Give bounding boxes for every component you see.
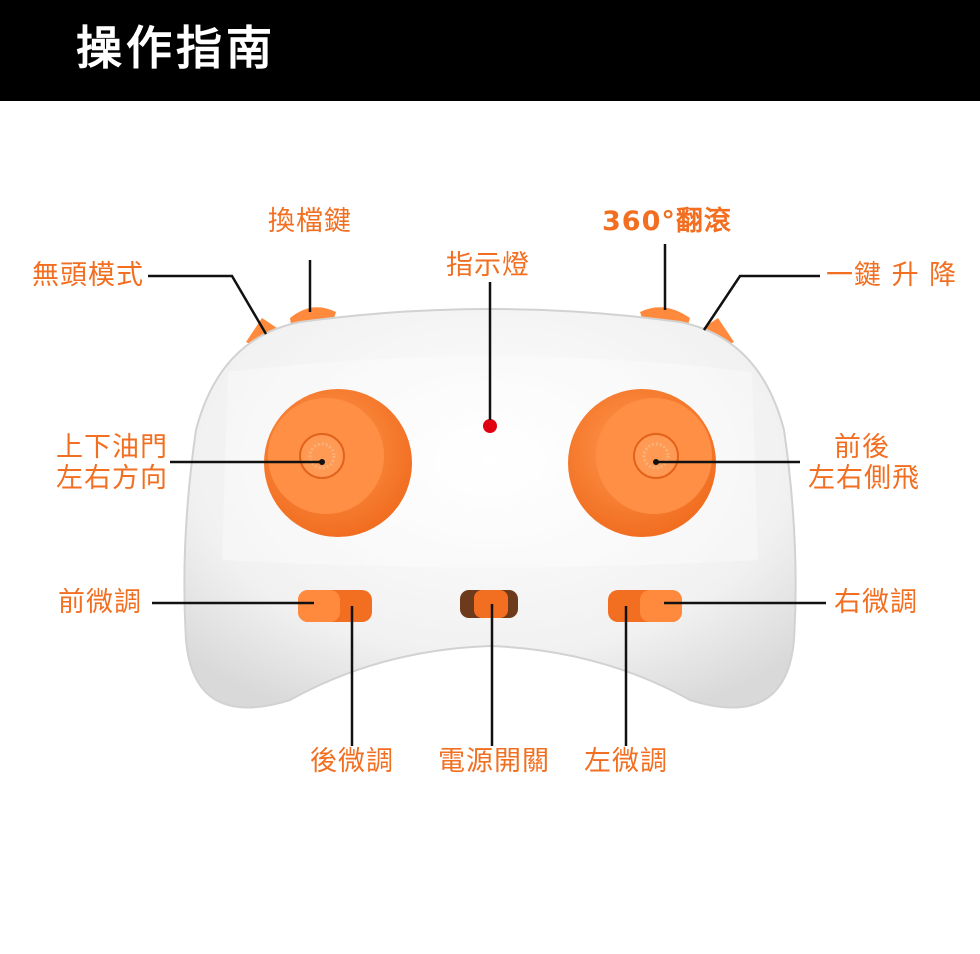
label-back-trim: 後微調 (310, 746, 394, 777)
left-joystick[interactable] (264, 389, 412, 537)
indicator-light (483, 419, 497, 433)
label-right-stick-line1: 前後 (834, 432, 890, 463)
label-left-stick-line2: 左右方向 (56, 463, 168, 494)
page-title: 操作指南 (76, 21, 276, 75)
left-trim-rocker[interactable] (298, 590, 372, 622)
label-left-stick: 上下油門 左右方向 (56, 432, 168, 494)
label-indicator-light: 指示燈 (446, 250, 530, 281)
label-flip-360: 360°翻滾 (602, 206, 732, 237)
right-joystick[interactable] (568, 389, 716, 537)
leader-lines (148, 244, 826, 746)
label-shift-key: 換檔鍵 (268, 206, 352, 237)
right-trim-rocker[interactable] (608, 590, 682, 622)
label-left-trim: 左微調 (584, 746, 668, 777)
label-headless-mode: 無頭模式 (32, 260, 144, 291)
label-power-switch: 電源開關 (438, 746, 550, 777)
leader-headless-mode (148, 274, 268, 335)
leader-one-key (702, 274, 820, 331)
label-one-key-updown: 一鍵 升 降 (826, 260, 958, 291)
power-switch[interactable] (460, 590, 518, 618)
label-front-trim: 前微調 (58, 587, 142, 618)
label-right-trim: 右微調 (834, 587, 918, 618)
label-left-stick-line1: 上下油門 (56, 432, 168, 463)
header-bar: 操作指南 (0, 0, 980, 101)
leader-dots (319, 459, 659, 465)
label-right-stick-line2: 左右側飛 (808, 463, 920, 494)
label-right-stick: 前後 左右側飛 (808, 432, 920, 494)
